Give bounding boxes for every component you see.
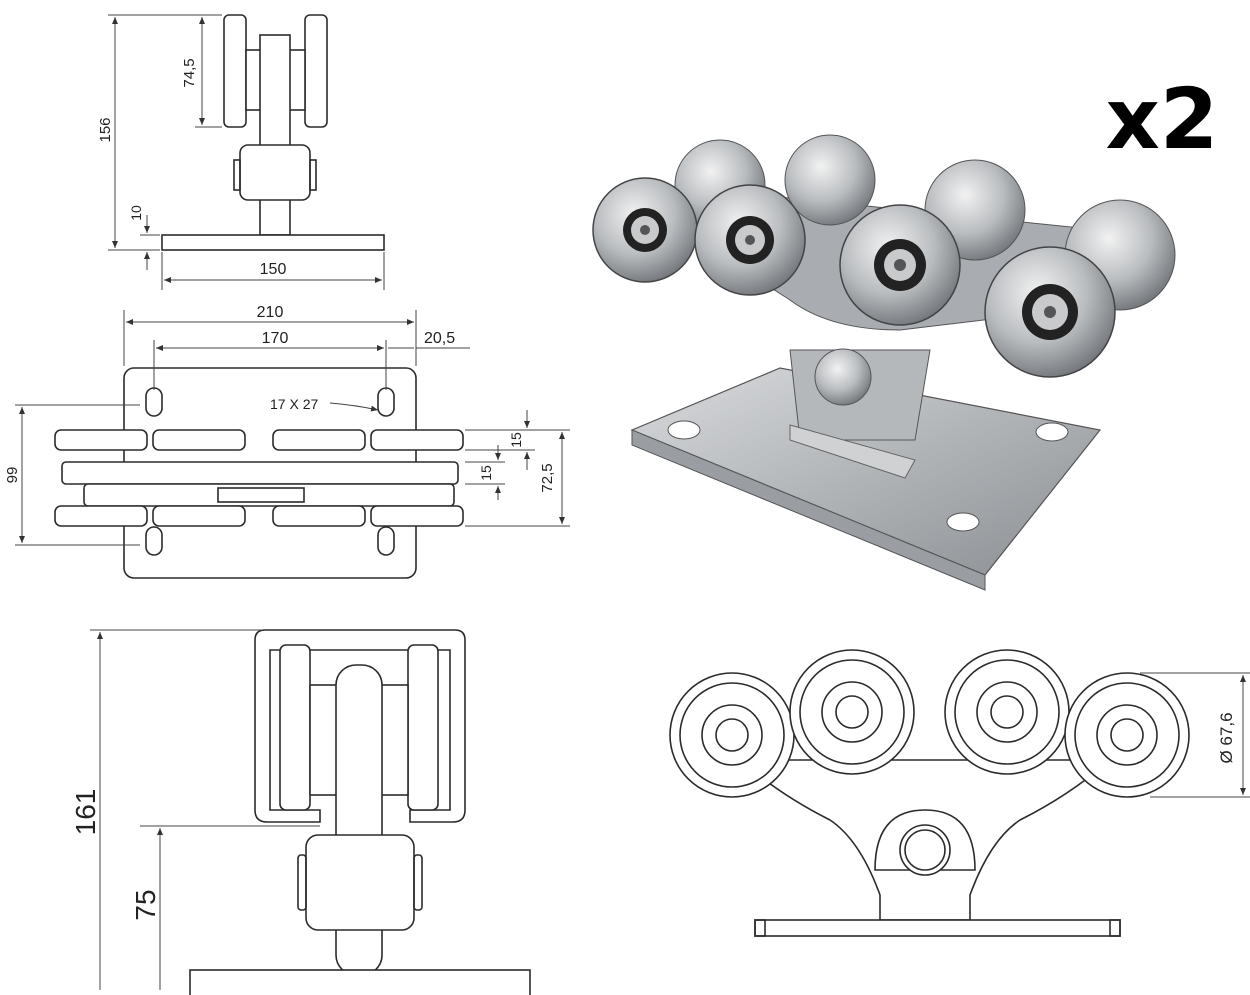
- front-base-plate: [189, 969, 531, 995]
- top-center-frame: [61, 461, 459, 485]
- dim-side-plate-thickness: 10: [128, 205, 144, 221]
- dim-wheel-diameter: Ø 67,6: [1217, 712, 1236, 763]
- side-bolt-left: [233, 159, 241, 191]
- photo-front-wheel-1: [592, 177, 698, 283]
- dim-top-hole-spacing: 170: [262, 330, 289, 347]
- front-view: 161 75: [70, 629, 531, 995]
- dim-top-wheel-span: 72,5: [539, 463, 556, 492]
- wheel-view: Ø 67,6: [669, 649, 1250, 937]
- dim-front-lower-height: 75: [130, 889, 161, 920]
- quantity-label: x2: [1106, 70, 1219, 168]
- wheel-view-wheel-1: [669, 672, 795, 798]
- side-bearing-block: [239, 144, 311, 201]
- side-wheel-right: [304, 14, 328, 128]
- photo-front-wheel-3: [839, 204, 961, 326]
- photo-front-wheel-4: [984, 246, 1116, 378]
- top-bearing-detail: [217, 487, 305, 503]
- wheel-view-circlip: [899, 824, 951, 876]
- dim-top-overall-length: 210: [257, 304, 284, 321]
- top-slot-3: [145, 526, 163, 556]
- top-center-frame-lower: [83, 483, 455, 507]
- dim-side-height: 156: [97, 117, 114, 142]
- photo-weld: [789, 424, 916, 479]
- dim-top-slot-size: 17 X 27: [270, 396, 318, 412]
- top-wheel-row-upper: [54, 429, 464, 451]
- front-wheel-left: [279, 644, 311, 811]
- wheel-view-wheel-4: [1064, 672, 1190, 798]
- side-center-plate: [259, 34, 291, 236]
- dim-top-wheel-gap-2: 15: [478, 465, 494, 481]
- front-bolt-right: [413, 854, 423, 911]
- dim-top-plate-width: 99: [4, 467, 21, 484]
- dim-side-plate-width: 150: [260, 261, 287, 278]
- front-carriage-frame: [254, 629, 466, 823]
- wheel-view-wheel-2: [789, 649, 915, 775]
- top-view: 210 170 20,5 17 X 27 99 15 15 72,5: [4, 304, 570, 579]
- front-bolt-left: [297, 854, 307, 911]
- photo-pivot-bolt: [814, 348, 872, 406]
- front-wheel-right: [407, 644, 439, 811]
- dim-top-wheel-gap-1: 15: [508, 432, 524, 448]
- top-slot-4: [377, 526, 395, 556]
- side-base-plate: [161, 234, 385, 251]
- wheel-view-wheel-3: [944, 649, 1070, 775]
- top-wheel-row-lower: [54, 505, 464, 527]
- dim-top-edge-offset: 20,5: [424, 330, 455, 347]
- dim-front-total-height: 161: [70, 789, 101, 836]
- side-view: 156 74,5 10 150: [97, 14, 385, 290]
- dim-side-wheel-height: 74,5: [181, 58, 198, 87]
- side-bolt-right: [309, 159, 317, 191]
- side-wheel-left: [223, 14, 247, 128]
- product-illustration: [592, 134, 1176, 591]
- wheel-view-base-plate: [754, 919, 1121, 937]
- photo-front-wheel-2: [694, 184, 806, 296]
- front-bearing-block: [305, 834, 415, 931]
